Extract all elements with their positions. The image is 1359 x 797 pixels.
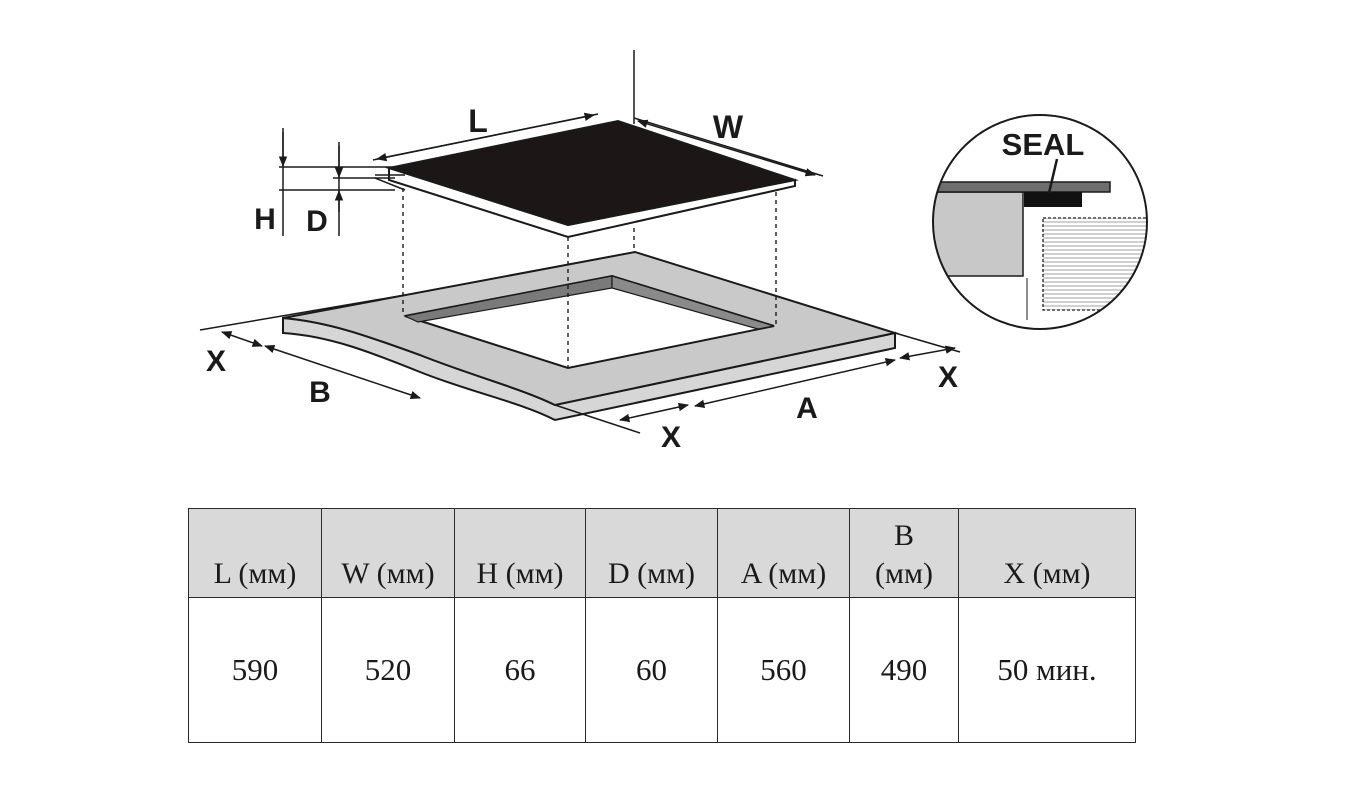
- dimension-lines: [199, 50, 961, 434]
- table-header-row: L (мм) W (мм) H (мм) D (мм) A (мм) B(мм)…: [188, 508, 1136, 598]
- header-a: A (мм): [717, 508, 850, 598]
- table-row: 590 520 66 60 560 490 50 мин.: [188, 597, 1136, 743]
- label-b: B: [309, 376, 331, 409]
- label-d: D: [306, 205, 328, 238]
- value-a: 560: [717, 597, 850, 743]
- cutout-inner-wall-right: [611, 275, 775, 330]
- detail-hob-body: [1042, 217, 1147, 311]
- detail-glass: [933, 181, 1111, 193]
- detail-seal: [1024, 192, 1082, 207]
- installation-diagram: L W H D X B X A X SEAL: [199, 50, 1148, 454]
- header-h: H (мм): [454, 508, 586, 598]
- label-x-right: X: [938, 361, 958, 394]
- header-d: D (мм): [585, 508, 718, 598]
- value-b: 490: [849, 597, 959, 743]
- value-d: 60: [585, 597, 718, 743]
- value-x: 50 мин.: [958, 597, 1136, 743]
- label-l: L: [468, 103, 488, 139]
- label-h: H: [254, 203, 276, 236]
- label-seal: SEAL: [1002, 127, 1085, 162]
- value-h: 66: [454, 597, 586, 743]
- worktop: [282, 250, 899, 422]
- dimensions-table: L (мм) W (мм) H (мм) D (мм) A (мм) B(мм)…: [188, 508, 1136, 743]
- label-w: W: [713, 109, 744, 145]
- header-b: B(мм): [849, 508, 959, 598]
- label-a: A: [796, 392, 818, 425]
- seal-detail: [932, 114, 1148, 330]
- label-x-left: X: [206, 345, 226, 378]
- value-w: 520: [321, 597, 455, 743]
- header-x: X (мм): [958, 508, 1136, 598]
- label-x-bottom: X: [661, 421, 681, 454]
- header-w: W (мм): [321, 508, 455, 598]
- header-l: L (мм): [188, 508, 322, 598]
- value-l: 590: [188, 597, 322, 743]
